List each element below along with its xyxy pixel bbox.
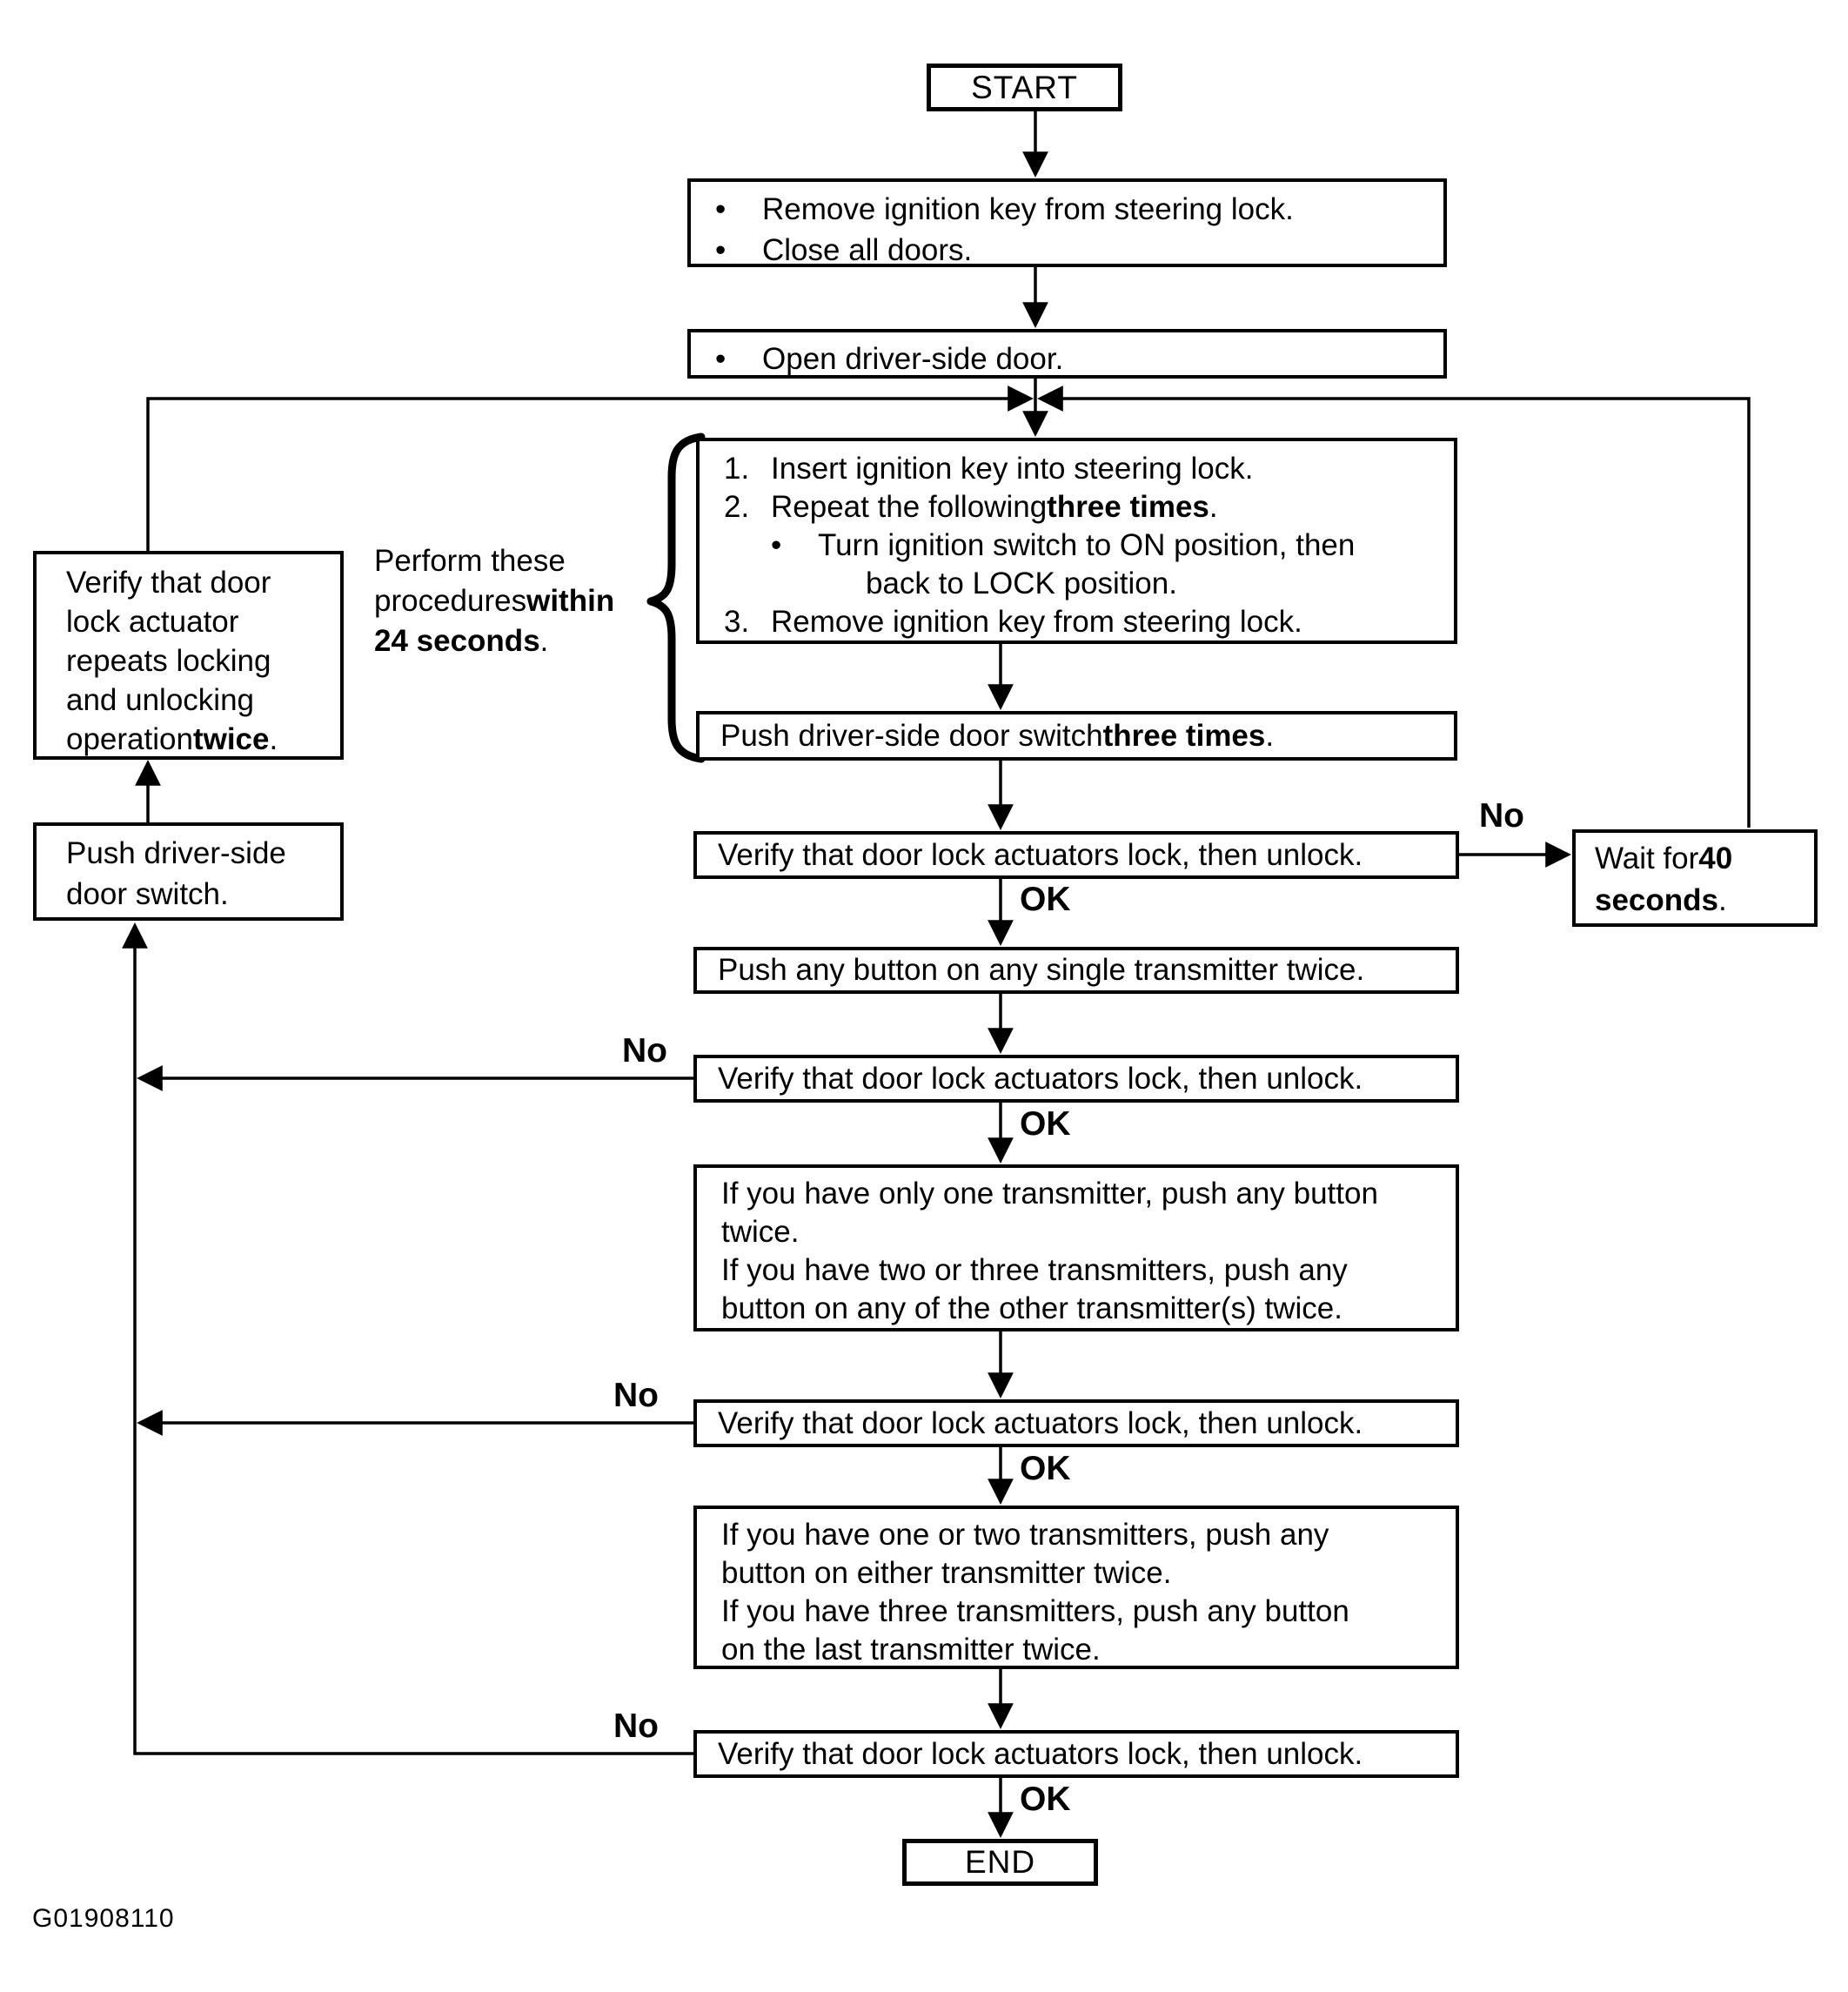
brace-24-seconds <box>646 433 706 763</box>
verify3-ok-label: OK <box>1020 1450 1071 1487</box>
verify1-node: Verify that door lock actuators lock, th… <box>693 831 1459 879</box>
verify2-no-label: No <box>622 1032 667 1070</box>
figure-code: G01908110 <box>32 1904 175 1933</box>
push-any-single-node: Push any button on any single transmitte… <box>693 947 1459 994</box>
prepare-node: •Remove ignition key from steering lock.… <box>687 178 1447 267</box>
verify4-no-label: No <box>613 1707 659 1745</box>
verify2-node: Verify that door lock actuators lock, th… <box>693 1055 1459 1103</box>
verify3-node: Verify that door lock actuators lock, th… <box>693 1399 1459 1447</box>
second-transmitter-node: If you have only one transmitter, push a… <box>693 1164 1459 1331</box>
start-label: START <box>971 69 1078 105</box>
end-node: END <box>902 1839 1098 1886</box>
connector-leftloop-to-junction <box>146 386 1034 551</box>
connector-verify4-no-trunk-to-pushleft <box>122 922 693 1755</box>
verify2-ok-label: OK <box>1020 1105 1071 1143</box>
connector-wait-to-junction <box>1037 386 1751 828</box>
third-transmitter-node: If you have one or two transmitters, pus… <box>693 1506 1459 1669</box>
push-switch-three-node: Push driver-side door switch three times… <box>696 711 1457 761</box>
verify4-ok-label: OK <box>1020 1781 1071 1818</box>
verify1-ok-label: OK <box>1020 881 1071 918</box>
verify1-no-label: No <box>1479 797 1524 835</box>
verify4-node: Verify that door lock actuators lock, th… <box>693 1730 1459 1778</box>
start-node: START <box>927 64 1122 111</box>
end-label: END <box>964 1844 1036 1880</box>
key-cycle-node: 1.Insert ignition key into steering lock… <box>696 438 1457 644</box>
open-door-node: •Open driver-side door. <box>687 329 1447 379</box>
verify3-no-label: No <box>613 1377 659 1414</box>
